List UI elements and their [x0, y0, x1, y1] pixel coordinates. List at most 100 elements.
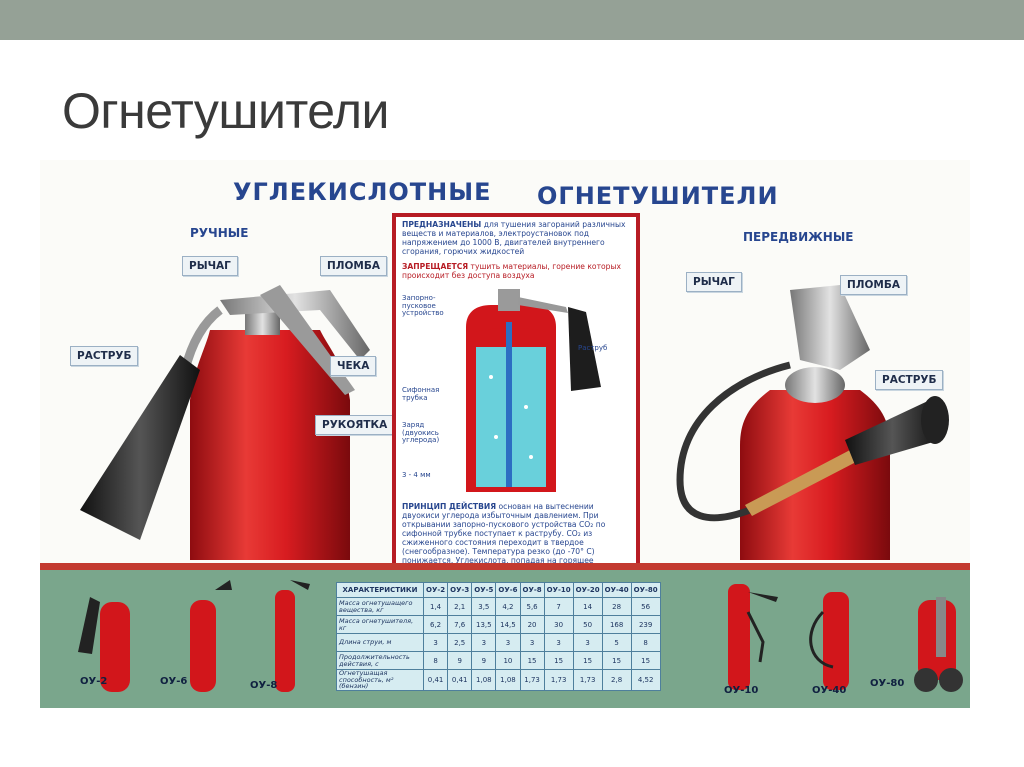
mobile-callout-seal: ПЛОМБА	[840, 275, 908, 295]
mobile-extinguisher-illustration	[676, 285, 949, 560]
table-cell: 2,8	[601, 669, 632, 691]
row-label: Масса огнетушителя, кг	[336, 615, 424, 634]
table-row: Масса огнетушащего вещества, кг 1,4 2,1 …	[336, 597, 661, 616]
table-cell: 28	[601, 597, 632, 616]
manual-callout-handle: РУКОЯТКА	[315, 415, 395, 435]
table-cell: 2,5	[447, 633, 473, 652]
table-cell: 20	[519, 615, 545, 634]
table-cell: 3	[519, 633, 545, 652]
poster: УГЛЕКИСЛОТНЫЕ ОГНЕТУШИТЕЛИ РУЧНЫЕ ПЕРЕДВ…	[40, 160, 970, 708]
label-gap: 3 - 4 мм	[402, 471, 431, 479]
forbidden-body: тушить материалы, горение которых происх…	[402, 262, 621, 280]
table-row: Масса огнетушителя, кг 6,2 7,6 13,5 14,5…	[336, 615, 661, 634]
manual-callout-horn: РАСТРУБ	[70, 346, 139, 366]
manual-callout-pin: ЧЕКА	[330, 356, 377, 376]
model-label-ou8: ОУ-8	[250, 680, 278, 691]
table-cell: 8	[630, 633, 661, 652]
table-cell: 6,2	[422, 615, 449, 634]
poster-heading-right: ОГНЕТУШИТЕЛИ	[537, 182, 779, 210]
principle-title: ПРИНЦИП ДЕЙСТВИЯ	[402, 502, 497, 511]
table-cell: 7	[543, 597, 574, 616]
table-cell: 50	[572, 615, 603, 634]
table-cell: 1,73	[572, 669, 603, 691]
table-cell: 15	[572, 651, 603, 670]
row-label: Длина струи, м	[336, 633, 424, 652]
model-label-ou6: ОУ-6	[160, 676, 188, 687]
specs-header-cell: ОУ-80	[630, 582, 661, 598]
mobile-section-label: ПЕРЕДВИЖНЫЕ	[743, 230, 854, 244]
label-siphon: Сифонная трубка	[402, 386, 440, 402]
model-label-ou10: ОУ-10	[724, 685, 759, 696]
label-horn: Раструб	[578, 344, 608, 352]
table-cell: 3	[495, 633, 521, 652]
label-charge: Заряд (двуокись углерода)	[402, 421, 440, 445]
table-row: Продолжительность действия, с 8 9 9 10 1…	[336, 651, 661, 670]
table-cell: 1,4	[422, 597, 449, 616]
specs-table: ХАРАКТЕРИСТИКИ ОУ-2 ОУ-3 ОУ-5 ОУ-6 ОУ-8 …	[336, 582, 661, 691]
specs-header-cell: ОУ-6	[495, 582, 521, 598]
manual-section-label: РУЧНЫЕ	[190, 226, 249, 240]
table-cell: 1,73	[519, 669, 545, 691]
table-cell: 4,2	[495, 597, 521, 616]
table-cell: 5	[601, 633, 632, 652]
table-cell: 3,5	[471, 597, 497, 616]
specs-header-cell: ОУ-5	[471, 582, 497, 598]
mobile-callout-lever: РЫЧАГ	[686, 272, 742, 292]
table-cell: 1,08	[495, 669, 521, 691]
table-cell: 4,52	[630, 669, 661, 691]
table-cell: 9	[447, 651, 473, 670]
table-cell: 1,08	[471, 669, 497, 691]
row-label: Продолжительность действия, с	[336, 651, 424, 670]
forbidden-text: ЗАПРЕЩАЕТСЯ тушить материалы, горение ко…	[402, 262, 628, 281]
specs-header-cell: ОУ-3	[447, 582, 473, 598]
poster-heading-left: УГЛЕКИСЛОТНЫЕ	[233, 178, 492, 206]
row-label: Огнетушащая способность, м² (бензин)	[336, 669, 424, 691]
manual-callout-seal: ПЛОМБА	[320, 256, 388, 276]
mobile-callout-horn: РАСТРУБ	[875, 370, 944, 390]
table-cell: 168	[601, 615, 632, 634]
table-row: Длина струи, м 3 2,5 3 3 3 3 3 5 8	[336, 633, 661, 652]
table-cell: 15	[543, 651, 574, 670]
info-panel: ПРЕДНАЗНАЧЕНЫ для тушения загораний разл…	[392, 213, 640, 574]
model-label-ou2: ОУ-2	[80, 676, 108, 687]
table-cell: 0,41	[422, 669, 449, 691]
table-cell: 3	[572, 633, 603, 652]
row-label: Масса огнетушащего вещества, кг	[336, 597, 424, 616]
table-cell: 14	[572, 597, 603, 616]
specs-header-cell: ОУ-40	[601, 582, 632, 598]
table-cell: 7,6	[447, 615, 473, 634]
table-cell: 3	[543, 633, 574, 652]
specs-header-cell: ХАРАКТЕРИСТИКИ	[336, 582, 424, 598]
table-cell: 9	[471, 651, 497, 670]
specs-header-cell: ОУ-2	[422, 582, 449, 598]
model-label-ou80: ОУ-80	[870, 678, 905, 689]
forbidden-title: ЗАПРЕЩАЕТСЯ	[402, 262, 469, 271]
specs-header-cell: ОУ-10	[543, 582, 574, 598]
purpose-title: ПРЕДНАЗНАЧЕНЫ	[402, 220, 482, 229]
table-cell: 13,5	[471, 615, 497, 634]
slide-title: Огнетушители	[62, 83, 389, 139]
table-cell: 56	[630, 597, 661, 616]
top-bar	[0, 0, 1024, 40]
table-cell: 8	[422, 651, 449, 670]
band-divider	[40, 563, 970, 571]
table-cell: 10	[495, 651, 521, 670]
table-cell: 3	[422, 633, 449, 652]
small-extinguishers-right	[728, 584, 963, 692]
table-cell: 5,6	[519, 597, 545, 616]
table-cell: 15	[601, 651, 632, 670]
table-cell: 239	[630, 615, 661, 634]
purpose-body: для тушения загораний различных веществ …	[402, 220, 626, 256]
table-cell: 15	[519, 651, 545, 670]
model-label-ou40: ОУ-40	[812, 685, 847, 696]
specs-header-row: ХАРАКТЕРИСТИКИ ОУ-2 ОУ-3 ОУ-5 ОУ-6 ОУ-8 …	[336, 582, 661, 598]
table-cell: 1,73	[543, 669, 574, 691]
manual-callout-lever: РЫЧАГ	[182, 256, 238, 276]
table-cell: 3	[471, 633, 497, 652]
table-cell: 15	[630, 651, 661, 670]
label-valve: Запорно-пусковое устройство	[402, 294, 444, 318]
table-cell: 2,1	[447, 597, 473, 616]
cutaway-diagram	[466, 289, 601, 492]
small-extinguishers-left	[78, 580, 310, 692]
table-row: Огнетушащая способность, м² (бензин) 0,4…	[336, 669, 661, 691]
